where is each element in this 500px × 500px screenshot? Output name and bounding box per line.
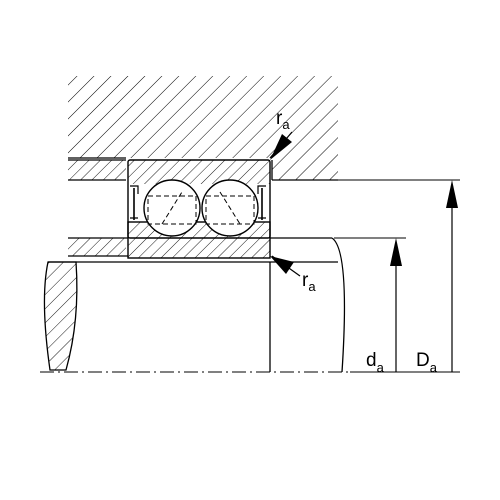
shaft [43,237,346,373]
shaft-shoulder [68,237,128,257]
ra-bottom-arrow [270,255,301,277]
dimension-Da [446,180,458,372]
label-ra-top: ra [276,108,290,132]
rolling-elements [143,179,259,237]
ra-top-arrow [269,131,293,160]
label-Da: Da [416,350,438,375]
extension-lines [334,179,460,373]
label-ra-bottom: ra [302,270,316,294]
dimension-da [390,238,402,372]
housing-shoulder [68,159,338,181]
label-da: da [366,350,385,375]
bearing-seals [130,185,266,220]
outer-ring [127,159,271,239]
